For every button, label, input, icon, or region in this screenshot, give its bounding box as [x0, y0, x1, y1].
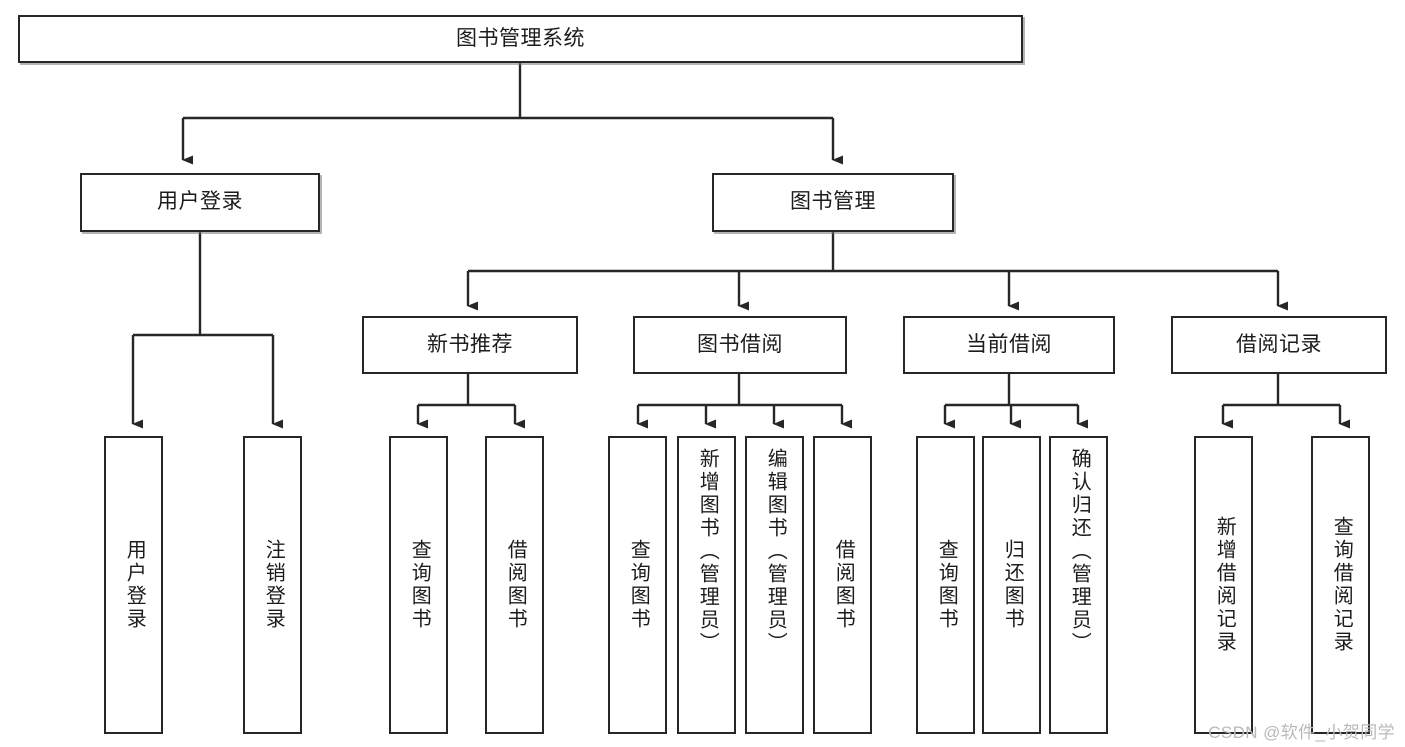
- node-current-borrow-label: 当前借阅: [966, 332, 1052, 356]
- leaf-records-query-record[interactable]: 查询借阅记录: [1311, 436, 1370, 734]
- leaf-borrow-edit-book-admin[interactable]: 编辑图书（管理员）: [745, 436, 804, 734]
- node-book-management-label: 图书管理: [790, 190, 876, 214]
- leaf-label: 确认归还（管理员）: [1068, 448, 1091, 655]
- leaf-records-add-record[interactable]: 新增借阅记录: [1194, 436, 1253, 734]
- leaf-label: 编辑图书（管理员）: [764, 448, 787, 655]
- leaf-new-book-query[interactable]: 查询图书: [389, 436, 448, 734]
- leaf-label: 借阅图书: [832, 539, 855, 631]
- leaf-label: 查询图书: [408, 539, 431, 631]
- leaf-label: 新增借阅记录: [1213, 516, 1236, 654]
- node-book-borrow[interactable]: 图书借阅: [633, 316, 847, 374]
- node-new-book-recommend[interactable]: 新书推荐: [362, 316, 578, 374]
- node-new-book-recommend-label: 新书推荐: [427, 332, 513, 356]
- node-current-borrow[interactable]: 当前借阅: [903, 316, 1115, 374]
- leaf-current-return-book[interactable]: 归还图书: [982, 436, 1041, 734]
- leaf-label: 注销登录: [262, 539, 285, 631]
- leaf-current-query-book[interactable]: 查询图书: [916, 436, 975, 734]
- leaf-user-login-signin[interactable]: 用户登录: [104, 436, 163, 734]
- leaf-label: 查询借阅记录: [1330, 516, 1353, 654]
- node-book-borrow-label: 图书借阅: [697, 332, 783, 356]
- node-user-login[interactable]: 用户登录: [80, 173, 320, 232]
- leaf-borrow-borrow-book[interactable]: 借阅图书: [813, 436, 872, 734]
- node-borrow-records-label: 借阅记录: [1236, 332, 1322, 356]
- node-root-book-management-system[interactable]: 图书管理系统: [18, 15, 1023, 63]
- node-book-management[interactable]: 图书管理: [712, 173, 954, 232]
- leaf-label: 新增图书（管理员）: [696, 448, 719, 655]
- leaf-label: 查询图书: [627, 539, 650, 631]
- leaf-borrow-query-book[interactable]: 查询图书: [608, 436, 667, 734]
- leaf-current-confirm-return-admin[interactable]: 确认归还（管理员）: [1049, 436, 1108, 734]
- leaf-new-book-borrow[interactable]: 借阅图书: [485, 436, 544, 734]
- watermark-text: CSDN @软件_小贺同学: [1208, 723, 1395, 742]
- node-borrow-records[interactable]: 借阅记录: [1171, 316, 1387, 374]
- leaf-label: 用户登录: [123, 539, 146, 631]
- node-root-label: 图书管理系统: [456, 26, 585, 50]
- leaf-user-login-signout[interactable]: 注销登录: [243, 436, 302, 734]
- leaf-label: 查询图书: [935, 539, 958, 631]
- leaf-borrow-add-book-admin[interactable]: 新增图书（管理员）: [677, 436, 736, 734]
- node-user-login-label: 用户登录: [157, 190, 243, 214]
- leaf-label: 归还图书: [1001, 539, 1024, 631]
- leaf-label: 借阅图书: [504, 539, 527, 631]
